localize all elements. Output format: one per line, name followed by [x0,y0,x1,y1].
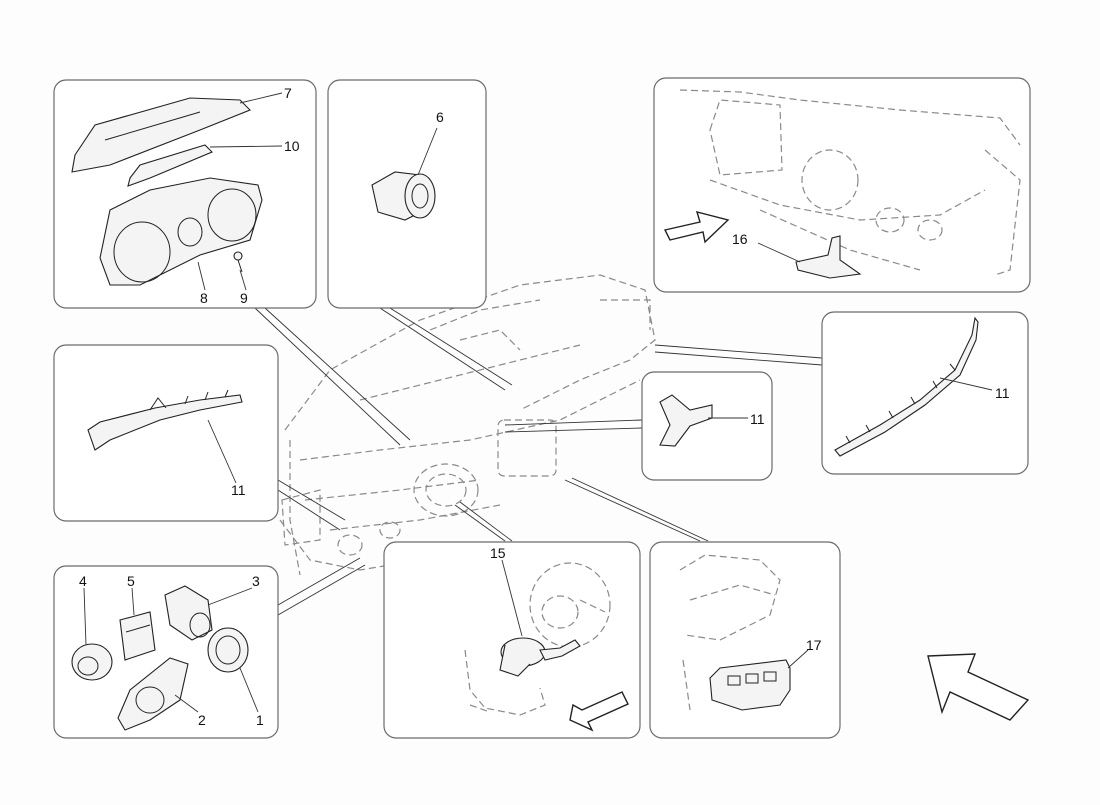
part-2-bezel [117,657,189,731]
central-dashboard [279,274,656,576]
callout-11-left: 11 [231,482,246,498]
callout-15: 15 [490,545,506,561]
panel-switches: 4 5 3 2 1 [53,565,279,739]
view-direction-arrow-icon [927,653,1030,721]
callout-9: 9 [240,290,248,306]
part-4-switch [71,643,113,681]
panel-part-11-left: 11 [53,344,279,522]
cluster-bezel-part [127,144,213,187]
panel-part-11-right: 11 [821,311,1029,475]
steering-wheel-ghost [529,562,611,648]
callout-6: 6 [436,109,444,125]
panel-part-17: 17 [649,541,841,739]
callout-11-center: 11 [750,411,765,427]
part-5-module [119,611,156,661]
part-16-bracket [795,235,862,279]
callout-8: 8 [200,290,208,306]
callout-4: 4 [79,573,87,589]
part-15-switch-assembly [499,637,581,677]
callout-16: 16 [732,231,748,247]
part-11-center-clip [659,394,713,447]
callout-3: 3 [252,573,260,589]
panel-part-11-center: 11 [641,371,773,481]
part-6-connector [371,171,436,221]
callout-10: 10 [284,138,300,154]
dashboard-view-lines [679,89,1021,276]
panel-part-6: 6 [327,79,487,309]
panel-steering-column: 15 [383,541,641,739]
screw-part [233,251,243,273]
callout-5: 5 [127,573,135,589]
part-3-socket [164,585,213,641]
part-17-switch-panel [709,659,791,711]
cluster-cover-part [71,97,251,173]
callout-11-right: 11 [995,385,1010,401]
column-shroud-ghost [464,649,546,716]
panel-instrument-cluster: 7 10 8 9 [53,79,317,309]
part-17-dash-ghost [679,554,781,711]
callout-1: 1 [256,712,264,728]
view-arrow-steering [569,691,629,732]
part-1-ring [207,627,249,673]
instrument-cluster-part [99,177,263,286]
view-arrow-dashboard [663,211,730,244]
part-11-right-strip [834,316,979,457]
part-11-left-bracket [87,389,243,451]
leader-lines [254,307,823,616]
callout-7: 7 [284,85,292,101]
callout-2: 2 [198,712,206,728]
callout-17: 17 [806,637,822,653]
panel-dashboard-view: 16 [653,77,1031,293]
